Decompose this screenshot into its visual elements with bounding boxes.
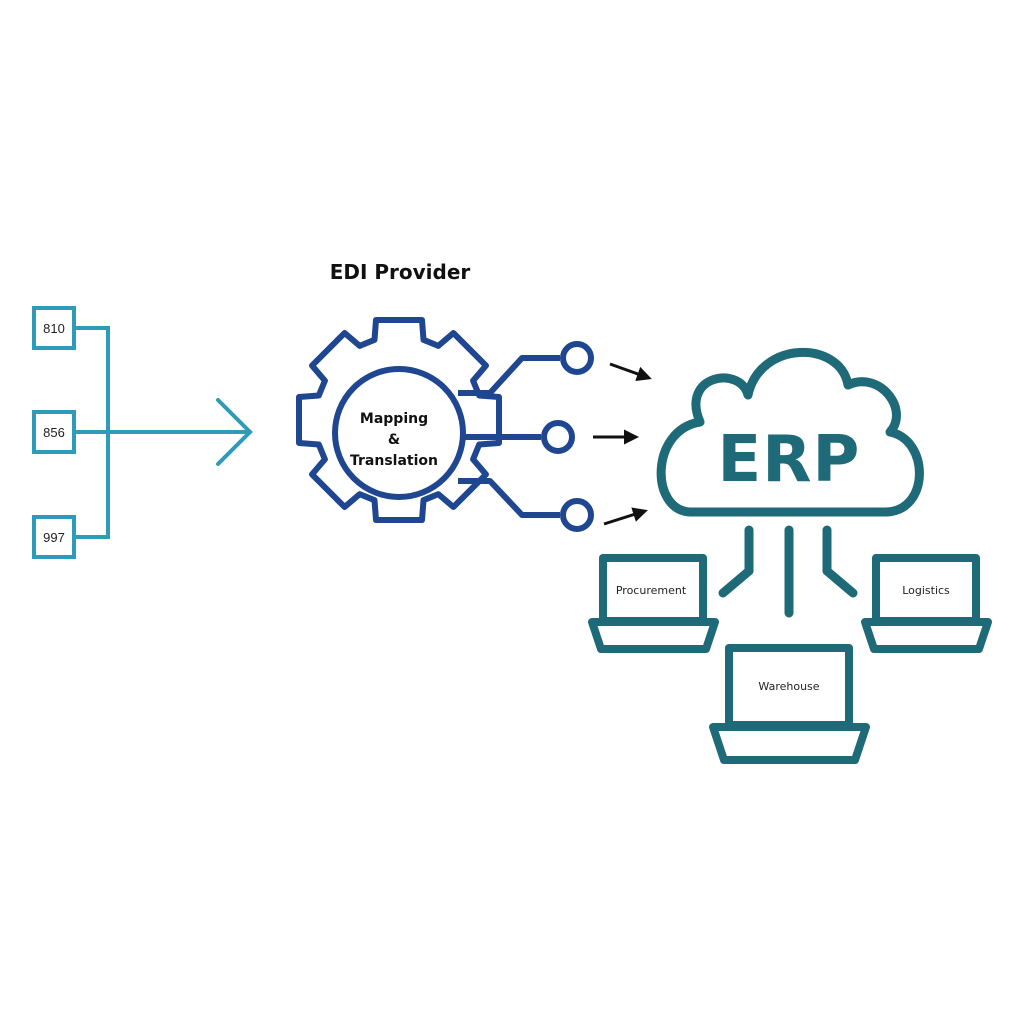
circuit-outputs	[458, 341, 594, 532]
document-label: 997	[43, 530, 65, 545]
laptop-label: Procurement	[616, 584, 687, 597]
erp-label: ERP	[718, 423, 861, 497]
circuit-node-middle-icon	[541, 420, 575, 454]
laptop-logistics: Logistics	[861, 554, 992, 653]
circuit-node-top-icon	[560, 341, 594, 375]
document-856: 856	[32, 410, 76, 454]
cloud-connectors	[718, 525, 858, 618]
edi-documents: 810 856 997	[32, 306, 253, 559]
laptop-label: Warehouse	[758, 680, 819, 693]
document-label: 856	[43, 425, 65, 440]
arrow-top-icon	[609, 362, 652, 382]
diagram-title: EDI Provider	[330, 260, 471, 284]
document-810: 810	[32, 306, 76, 350]
erp-cloud: ERP	[656, 348, 924, 517]
laptop-warehouse: Warehouse	[709, 644, 870, 764]
cloud-icon	[656, 348, 924, 517]
document-997: 997	[32, 515, 76, 559]
circuit-line-top	[458, 355, 560, 396]
mapping-gear: Mapping & Translation	[296, 317, 594, 532]
laptop-procurement: Procurement	[588, 554, 719, 653]
gear-label-line3: Translation	[350, 453, 438, 469]
gear-label-line1: Mapping	[360, 411, 428, 427]
document-label: 810	[43, 321, 65, 336]
input-arrowhead-icon	[216, 398, 253, 466]
erp-flow-arrows	[593, 362, 652, 526]
gear-label-line2: &	[388, 432, 400, 448]
document-connector	[72, 326, 253, 539]
circuit-line-bottom	[458, 478, 560, 518]
arrow-bottom-icon	[603, 507, 648, 526]
circuit-node-bottom-icon	[560, 498, 594, 532]
laptop-label: Logistics	[902, 584, 950, 597]
